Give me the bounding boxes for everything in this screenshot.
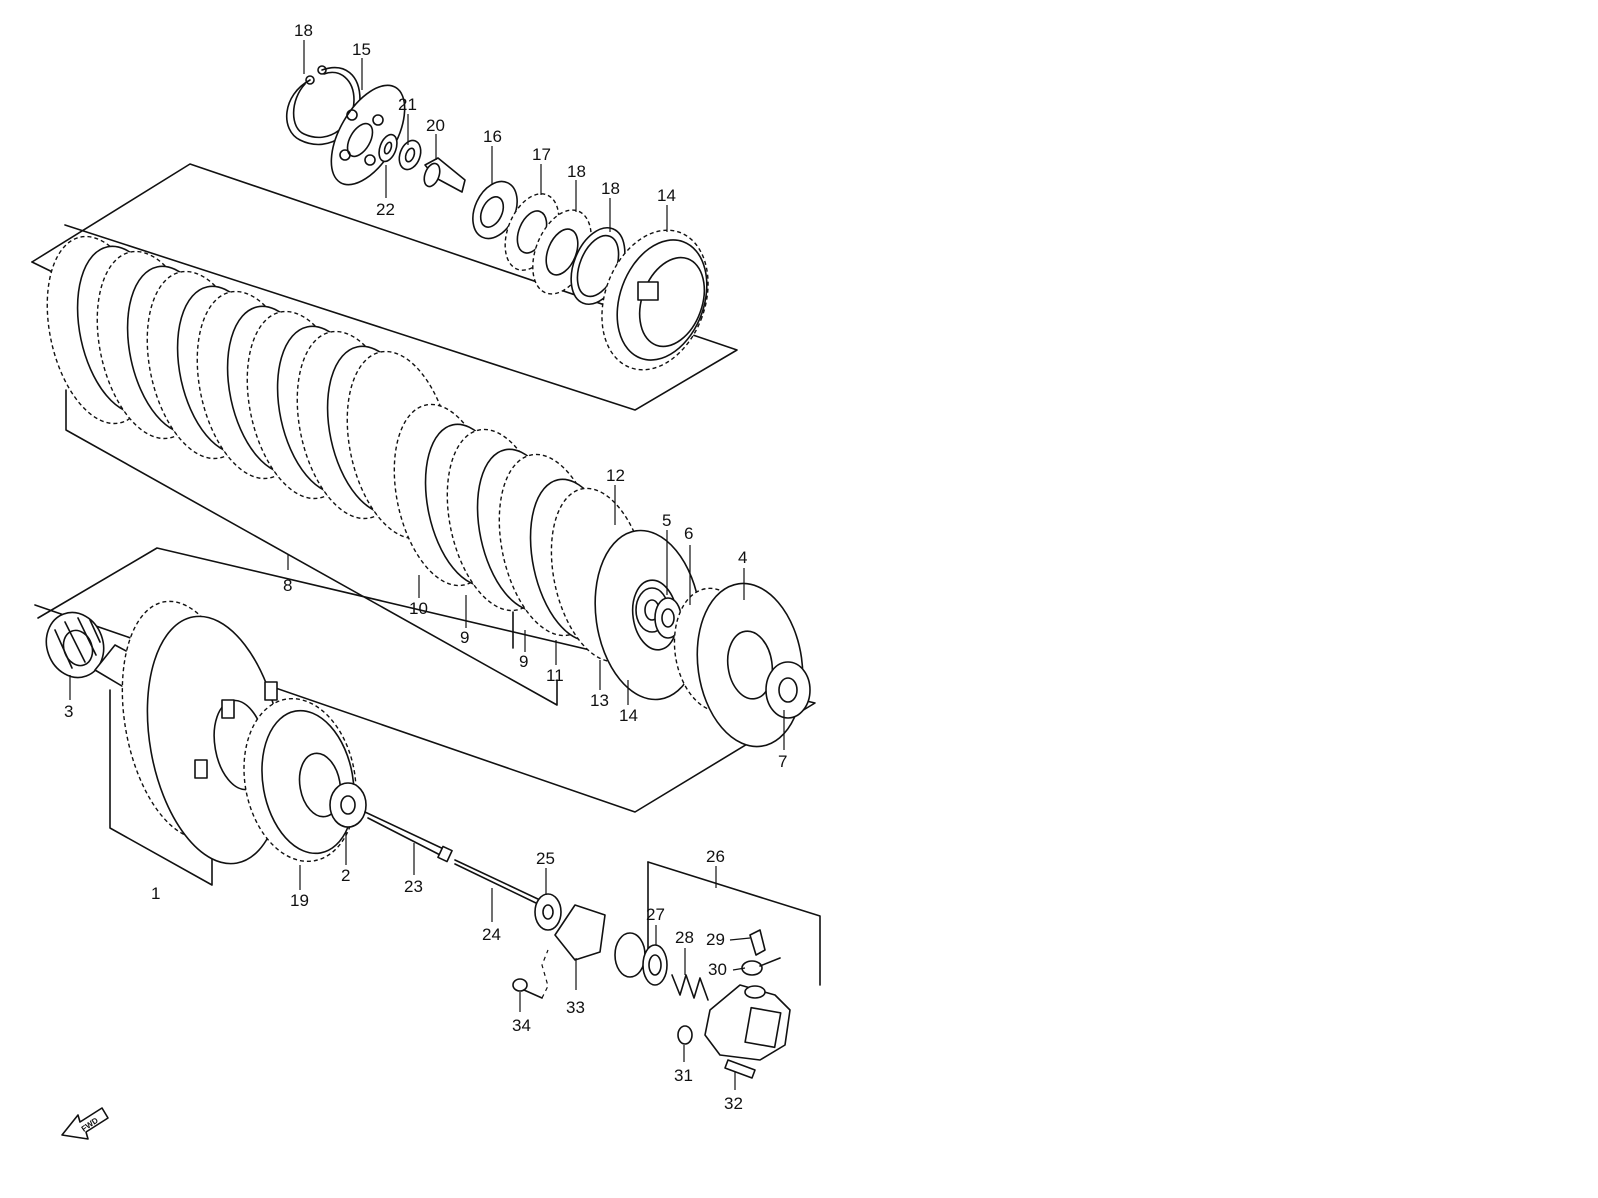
label-17: 16 [483, 127, 502, 146]
label-10: 10 [409, 599, 428, 618]
bleeder-31 [749, 929, 766, 956]
label-6: 6 [684, 524, 693, 543]
label-32: 30 [708, 960, 727, 979]
label-35: 33 [566, 998, 585, 1017]
label-27: 25 [536, 849, 555, 868]
bolt-36 [512, 949, 549, 999]
pushrod-piece-22 [423, 157, 466, 193]
spring-30 [671, 974, 709, 1001]
one-way-clutch-gear-21 [243, 697, 357, 863]
label-22: 20 [426, 116, 445, 135]
label-12: 12 [606, 466, 625, 485]
label-9b: 9 [519, 652, 528, 671]
label-18a: 17 [532, 145, 551, 164]
label-13: 13 [590, 691, 609, 710]
group-brackets [31, 163, 821, 986]
label-16: 15 [352, 40, 371, 59]
gasket-35 [554, 904, 606, 961]
label-11: 11 [546, 666, 564, 685]
label-21: 19 [290, 891, 309, 910]
label-1: 1 [151, 884, 160, 903]
label-23: 21 [398, 95, 417, 114]
pushrod-25 [364, 811, 453, 863]
label-7: 7 [778, 752, 787, 771]
piston-seal-29 [614, 932, 668, 986]
label-15: 14 [657, 186, 676, 205]
label-36: 34 [512, 1016, 531, 1035]
label-18b: 18 [567, 162, 586, 181]
label-25: 23 [404, 877, 423, 896]
label-20: 18 [294, 21, 313, 40]
release-cylinder-body [704, 984, 791, 1061]
needle-bearing-3 [45, 611, 105, 679]
bolt-34 [724, 1059, 756, 1079]
label-3: 3 [64, 702, 73, 721]
pin-33 [677, 1025, 693, 1045]
leader-lines [69, 40, 785, 1090]
label-30: 28 [675, 928, 694, 947]
label-26: 24 [482, 925, 501, 944]
pressure-plate-15 [601, 229, 709, 371]
label-2: 2 [341, 866, 350, 885]
label-31: 29 [706, 930, 725, 949]
label-19: 18 [601, 179, 620, 198]
label-34: 32 [724, 1094, 743, 1113]
washer-2 [329, 782, 367, 828]
clutch-plate-stack [46, 235, 650, 663]
cap-32 [741, 957, 781, 976]
label-33: 31 [674, 1066, 693, 1085]
label-29: 27 [646, 905, 665, 924]
label-28: 26 [706, 847, 725, 866]
washer-27 [534, 893, 562, 931]
label-8: 8 [283, 576, 292, 595]
label-9a: 9 [460, 628, 469, 647]
fwd-arrow-icon: FWD [61, 1107, 109, 1140]
pushrod-26 [454, 859, 541, 905]
pressure-disc-16 [330, 84, 406, 186]
label-14: 14 [619, 706, 638, 725]
part-labels: 18 15 21 20 22 16 17 18 18 14 8 10 9 9 1… [64, 21, 787, 1113]
bearing-17 [472, 180, 518, 240]
nut-23 [398, 139, 422, 171]
label-5: 5 [662, 511, 671, 530]
label-24: 22 [376, 200, 395, 219]
label-4: 4 [738, 548, 747, 567]
thrust-washer-7 [765, 661, 811, 719]
washer-24 [378, 133, 398, 163]
